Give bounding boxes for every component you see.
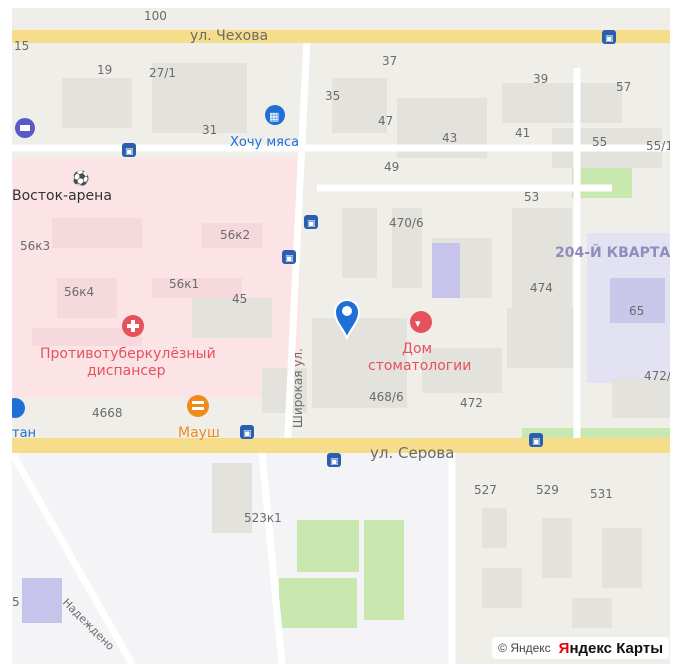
poi-label: диспансер xyxy=(87,363,166,379)
school-building xyxy=(610,278,665,323)
purple-building xyxy=(22,578,62,623)
building-number: 468/6 xyxy=(369,390,404,404)
bus-stop-icon[interactable]: ▣ xyxy=(282,250,296,264)
poi-vostok-arena[interactable]: ⚽ Восток-арена xyxy=(12,170,112,204)
building-number: 65 xyxy=(629,304,644,318)
building-number: 56к3 xyxy=(20,239,50,253)
building-number: 37 xyxy=(382,54,397,68)
poi-khochu-myasa[interactable]: ▦ Хочу мяса xyxy=(230,105,299,150)
building-number: 39 xyxy=(533,72,548,86)
building-number: 470/6 xyxy=(389,216,424,230)
poi-label: стоматологии xyxy=(368,358,471,374)
svg-text:▣: ▣ xyxy=(532,437,541,447)
building-number: 55 xyxy=(592,135,607,149)
poi-label: Восток-арена xyxy=(12,188,112,204)
building-number: 57 xyxy=(616,80,631,94)
building-number: 472 xyxy=(460,396,483,410)
svg-text:▣: ▣ xyxy=(307,219,316,229)
bus-stop-icon[interactable]: ▣ xyxy=(602,30,616,44)
svg-text:▣: ▣ xyxy=(330,457,339,467)
green-area xyxy=(297,520,359,572)
building-number: 531 xyxy=(590,487,613,501)
hospital-buildings xyxy=(32,218,262,346)
svg-text:▣: ▣ xyxy=(285,254,294,264)
poi-label: Противотуберкулёзный xyxy=(40,346,216,362)
map-attribution[interactable]: © Яндекс Яндекс Карты xyxy=(492,637,669,659)
bus-stop-icon[interactable]: ▣ xyxy=(122,143,136,157)
green-area xyxy=(364,520,404,620)
copyright-text[interactable]: © Яндекс xyxy=(498,641,551,655)
building-number: 45 xyxy=(232,292,247,306)
map-svg[interactable]: ул. Чехова ул. Серова Широкая ул. Надежд… xyxy=(12,8,670,664)
building-number: 53 xyxy=(524,190,539,204)
building-number: 527 xyxy=(474,483,497,497)
bed-icon xyxy=(20,125,30,131)
road-chekhova xyxy=(12,30,670,43)
location-marker[interactable] xyxy=(333,299,361,341)
tooth-icon: ▾ xyxy=(415,317,421,330)
building-number: 49 xyxy=(384,160,399,174)
poi-hotel[interactable] xyxy=(15,118,35,138)
basket-icon: ▦ xyxy=(269,110,279,123)
building-number: 529 xyxy=(536,483,559,497)
bus-stop-icon[interactable]: ▣ xyxy=(304,215,318,229)
sport-icon: ⚽ xyxy=(71,170,89,187)
poi-label: тан xyxy=(12,426,36,441)
building-number: 15 xyxy=(14,39,29,53)
poi-label: Дом xyxy=(402,341,432,357)
green-area xyxy=(279,578,357,628)
building-number: 4668 xyxy=(92,406,123,420)
svg-text:▣: ▣ xyxy=(125,147,134,157)
building-number: 472/ xyxy=(644,369,670,383)
building-number: 43 xyxy=(442,131,457,145)
pin-icon xyxy=(333,299,361,341)
building-number: 100 xyxy=(144,9,167,23)
building-number: 27/1 xyxy=(149,66,176,80)
building-number: 523к1 xyxy=(244,511,282,525)
building-number: 35 xyxy=(325,89,340,103)
building-number: 31 xyxy=(202,123,217,137)
bus-stop-icon[interactable]: ▣ xyxy=(529,433,543,447)
bus-stop-icon[interactable]: ▣ xyxy=(240,425,254,439)
yandex-maps-logo[interactable]: Яндекс Карты xyxy=(558,639,663,657)
street-label-serova: ул. Серова xyxy=(370,444,454,462)
street-label-shirokaya: Широкая ул. xyxy=(291,348,305,428)
purple-building xyxy=(432,243,460,298)
minor-streets xyxy=(12,37,670,664)
map-canvas[interactable]: ул. Чехова ул. Серова Широкая ул. Надежд… xyxy=(12,8,670,664)
poi-left-edge[interactable]: тан xyxy=(12,398,36,441)
building-number: 47 xyxy=(378,114,393,128)
svg-text:▣: ▣ xyxy=(243,429,252,439)
building-number: 19 xyxy=(97,63,112,77)
bus-stop-icons: ▣ ▣ ▣ ▣ ▣ ▣ ▣ xyxy=(122,30,616,467)
building-number: 5 xyxy=(12,595,20,609)
road-serova xyxy=(12,438,670,453)
building-number: 474 xyxy=(530,281,553,295)
building-number: 56к2 xyxy=(220,228,250,242)
svg-text:▣: ▣ xyxy=(605,34,614,44)
poi-dispanser[interactable]: Противотуберкулёзный диспансер xyxy=(40,315,216,379)
poi-label: Хочу мяса xyxy=(230,135,299,150)
bus-stop-icon[interactable]: ▣ xyxy=(327,453,341,467)
street-label-chekhova: ул. Чехова xyxy=(190,28,268,44)
building-number: 55/1 xyxy=(646,139,670,153)
building-number: 56к4 xyxy=(64,285,94,299)
burger-icon xyxy=(192,401,204,404)
poi-dom-stomatologii[interactable]: ▾ Дом стоматологии xyxy=(368,311,471,374)
district-label: 204-Й КВАРТАЛ xyxy=(555,244,670,261)
building-number: 56к1 xyxy=(169,277,199,291)
building-number: 41 xyxy=(515,126,530,140)
poi-maush[interactable]: Мауш xyxy=(178,395,220,441)
poi-label: Мауш xyxy=(178,425,220,441)
